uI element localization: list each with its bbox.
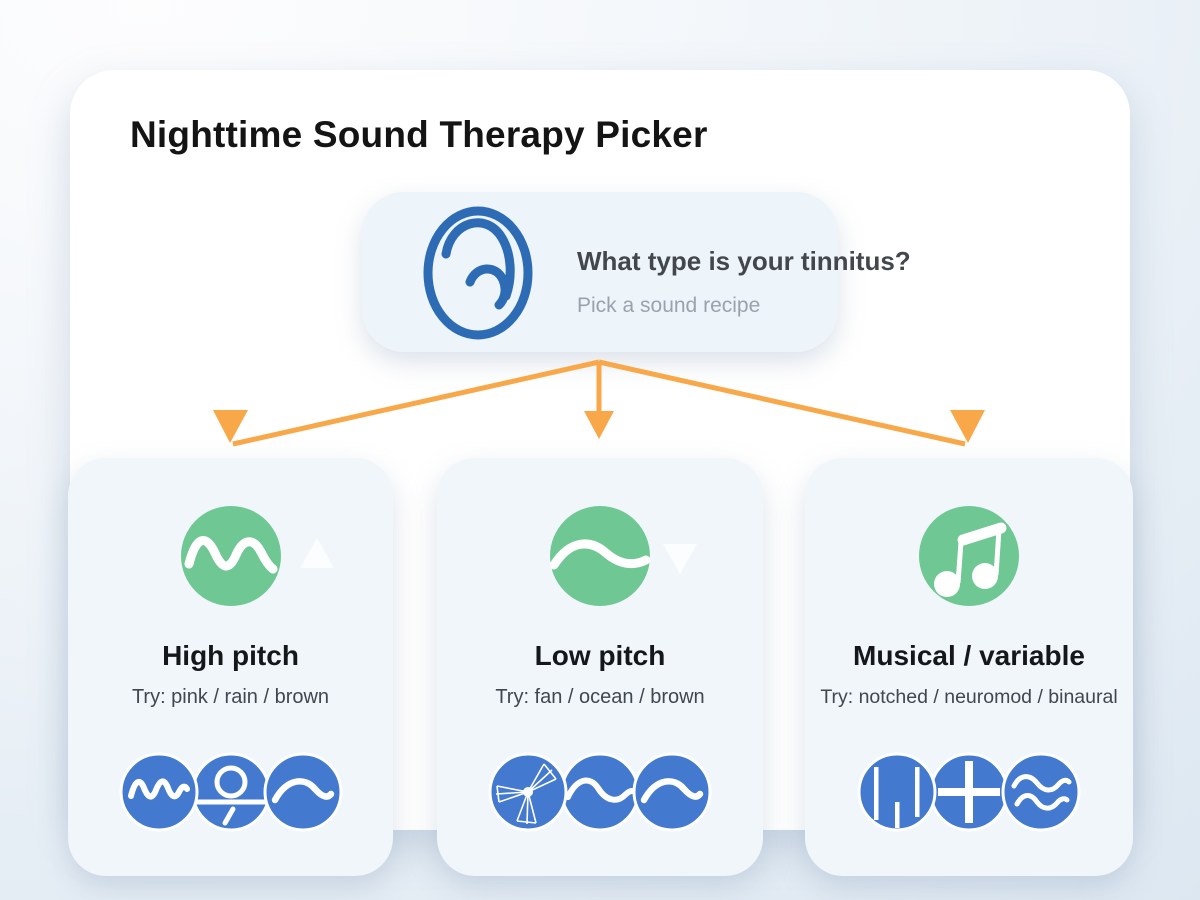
rain-icon — [191, 752, 270, 832]
arrowhead-left — [213, 410, 248, 443]
brown-noise-icon — [263, 752, 342, 832]
brown-noise-icon — [632, 752, 712, 832]
notched-bars-icon — [857, 752, 937, 832]
option-recipes: Try: notched / neuromod / binaural — [820, 686, 1118, 708]
sound-icon-cluster — [119, 752, 342, 832]
fan-icon — [488, 752, 568, 832]
option-recipes: Try: pink / rain / brown — [131, 686, 330, 708]
arrowhead-right — [950, 410, 985, 443]
option-label: Low pitch — [534, 640, 666, 671]
option-card-low-pitch[interactable]: Low pitch Try: fan / ocean / brown — [437, 458, 763, 876]
arrowhead-center — [584, 411, 614, 439]
branch-arrows — [213, 359, 985, 447]
high-frequency-wave-icon — [180, 506, 281, 606]
option-card-musical-variable[interactable]: Musical / variable Try: notched / neurom… — [805, 458, 1133, 876]
decision-node: What type is your tinnitus? Pick a sound… — [362, 192, 911, 352]
option-label: Musical / variable — [853, 640, 1085, 671]
low-frequency-wave-icon — [549, 506, 651, 606]
option-label: High pitch — [162, 640, 299, 671]
ocean-wave-icon — [560, 752, 640, 832]
page-title: Nighttime Sound Therapy Picker — [130, 114, 708, 155]
binaural-waves-icon — [1001, 752, 1081, 832]
decision-question: What type is your tinnitus? — [577, 246, 911, 276]
decision-hint: Pick a sound recipe — [577, 294, 761, 317]
neuromod-cross-icon — [929, 752, 1009, 832]
pitch-down-indicator — [663, 544, 697, 574]
sound-icon-cluster — [488, 752, 712, 832]
music-notes-icon — [919, 506, 1019, 606]
ear-icon — [406, 196, 548, 348]
sound-icon-cluster — [857, 752, 1081, 832]
pitch-up-indicator — [300, 538, 334, 568]
pink-noise-icon — [119, 752, 198, 832]
option-card-high-pitch[interactable]: High pitch Try: pink / rain / brown — [68, 458, 393, 876]
option-recipes: Try: fan / ocean / brown — [495, 686, 705, 708]
